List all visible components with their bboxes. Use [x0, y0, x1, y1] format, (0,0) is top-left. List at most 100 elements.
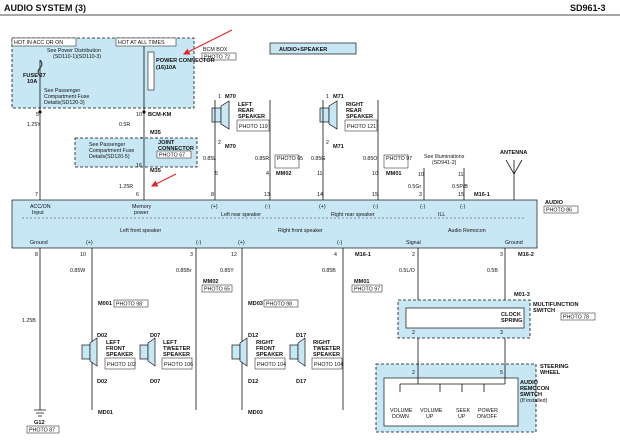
- rear-p13: 13: [264, 192, 270, 198]
- low-d12-bot: D12: [248, 379, 258, 385]
- lt-name-3: SPEAKER: [163, 352, 190, 358]
- audio-minus-lf: (-): [196, 240, 202, 246]
- audio-right-rear: Right rear speaker: [331, 212, 375, 218]
- illum-conn: M16-1: [474, 192, 490, 198]
- red-arrow-mid: [151, 173, 177, 187]
- low-pin-4: 4: [334, 252, 337, 258]
- right-rear-speaker-cone: [328, 100, 338, 130]
- rem-power: POWER: [478, 408, 498, 414]
- audio-power: power: [134, 210, 149, 216]
- lr-name: LEFT: [238, 102, 253, 108]
- rem-pin-2: 2: [412, 370, 415, 376]
- lt-name: LEFT: [163, 340, 178, 346]
- audio-minus-ill-1: (-): [420, 204, 426, 210]
- rem-vol-up-2: UP: [426, 414, 434, 420]
- rf-photo: PHOTO 104: [257, 362, 286, 368]
- power-connector-symbol: [147, 51, 155, 91]
- low-photo98b-box: [263, 299, 299, 308]
- audio-photo: PHOTO 86: [546, 208, 572, 214]
- lt-speaker-body: [139, 344, 149, 360]
- low-md03: MD03: [248, 301, 263, 307]
- wire-125y: 1.25Y: [27, 122, 41, 128]
- audio-minus-rr: (-): [373, 204, 379, 210]
- mfs-photo: PHOTO 78: [563, 315, 589, 321]
- lt-photo-box: [161, 357, 193, 370]
- lf-name-2: FRONT: [106, 346, 126, 352]
- audio-minus-ill-2: (-): [460, 204, 466, 210]
- lr-name-2: REAR: [238, 108, 254, 114]
- illum-p11: 11: [458, 172, 464, 178]
- illum-p15: 15: [458, 192, 464, 198]
- w-085y: 0.85Y: [220, 268, 234, 274]
- hot-acc-label: HOT IN ACC OR ON: [14, 40, 63, 46]
- illum-w1: 0.5Gr: [408, 184, 421, 190]
- remocon-switch-box: [383, 377, 519, 427]
- wire-05r: 0.5R: [119, 122, 130, 128]
- w-085w: 0.85W: [70, 268, 85, 274]
- joint-see-3: Details(SD120-5): [89, 154, 130, 160]
- lr-p2: 2: [218, 140, 221, 146]
- rt-photo: PHOTO 104: [314, 362, 343, 368]
- rt-photo-box: [311, 357, 343, 370]
- bcm-pin-10: 10: [136, 112, 142, 118]
- rr-w2: 0.85O: [363, 156, 377, 162]
- lt-photo: PHOTO 106: [164, 362, 193, 368]
- bcm-box-label: BCM BOX: [203, 47, 228, 53]
- low-photo-97: PHOTO 97: [354, 287, 380, 293]
- clock-spring-box: [405, 307, 525, 329]
- rt-speaker-body: [289, 344, 299, 360]
- audio-unit: [11, 199, 538, 249]
- bcm-connector: BCM-KM: [148, 112, 172, 118]
- audio-input: Input: [32, 210, 44, 216]
- illum-p10: 10: [418, 172, 424, 178]
- rem-pin-5: 5: [500, 370, 503, 376]
- antenna-icon: [505, 159, 523, 200]
- left-rear-speaker-body: [211, 107, 222, 123]
- rf-name-2: FRONT: [256, 346, 276, 352]
- rr-p10: 10: [372, 171, 378, 177]
- rear-p14: 14: [317, 192, 323, 198]
- joint-see: See Passenger: [89, 142, 125, 148]
- hot-all-label-box: [115, 37, 177, 47]
- rf-photo-box: [254, 357, 286, 370]
- joint-pin-16: 16: [136, 163, 142, 169]
- low-photo-98b: PHOTO 98: [266, 302, 292, 308]
- illum-see: See Illuminations: [424, 154, 465, 160]
- mm01-photo-box: [383, 154, 409, 169]
- w-05lo: 0.5L/O: [399, 268, 415, 274]
- rr-w1: 0.85G: [311, 156, 325, 162]
- low-pin-12: 12: [231, 252, 237, 258]
- rt-name: RIGHT: [313, 340, 331, 346]
- ground-icon: [34, 409, 46, 417]
- audio-left-rear: Left rear speaker: [221, 212, 261, 218]
- see-pass-text-2: Compartment Fuse: [44, 94, 89, 100]
- w-085b: 0.85B: [322, 268, 336, 274]
- low-mm02: MM02: [203, 279, 219, 285]
- mfs-pin-3: 3: [500, 330, 503, 336]
- m013-label: M01-3: [514, 292, 530, 298]
- low-conn-m161: M16-1: [355, 252, 371, 258]
- wire-125r: 1.25R: [119, 184, 133, 190]
- rem-seek-up-2: UP: [458, 414, 466, 420]
- remocon-resistors: [399, 384, 485, 392]
- illum-p3: 3: [419, 192, 422, 198]
- red-arrow-top: [183, 29, 233, 55]
- rem-seek-up: SEEK: [456, 408, 471, 414]
- low-md01: MD01: [98, 410, 113, 416]
- lr-photo-box: [236, 119, 270, 132]
- splice-2: [142, 110, 146, 114]
- page-code: SD961-3: [570, 3, 606, 13]
- low-d07-bot: D07: [150, 379, 160, 385]
- joint-label: JOINT: [158, 140, 175, 146]
- see-power-text: See Power Distribution: [47, 48, 101, 54]
- remocon-label: AUDIO: [520, 380, 539, 386]
- w-085br: 0.85Br: [176, 268, 192, 274]
- mm01-label: MM01: [386, 171, 402, 177]
- mfs-label: MULTIFUNCTION: [533, 302, 579, 308]
- low-pin-3: 3: [190, 252, 193, 258]
- remocon-label-4: (If installed): [520, 398, 548, 404]
- see-power-ref: (SD110-1)(SD110-3): [53, 54, 101, 60]
- rr-p1: 1: [326, 94, 329, 100]
- joint-m35-top: M35: [150, 130, 161, 136]
